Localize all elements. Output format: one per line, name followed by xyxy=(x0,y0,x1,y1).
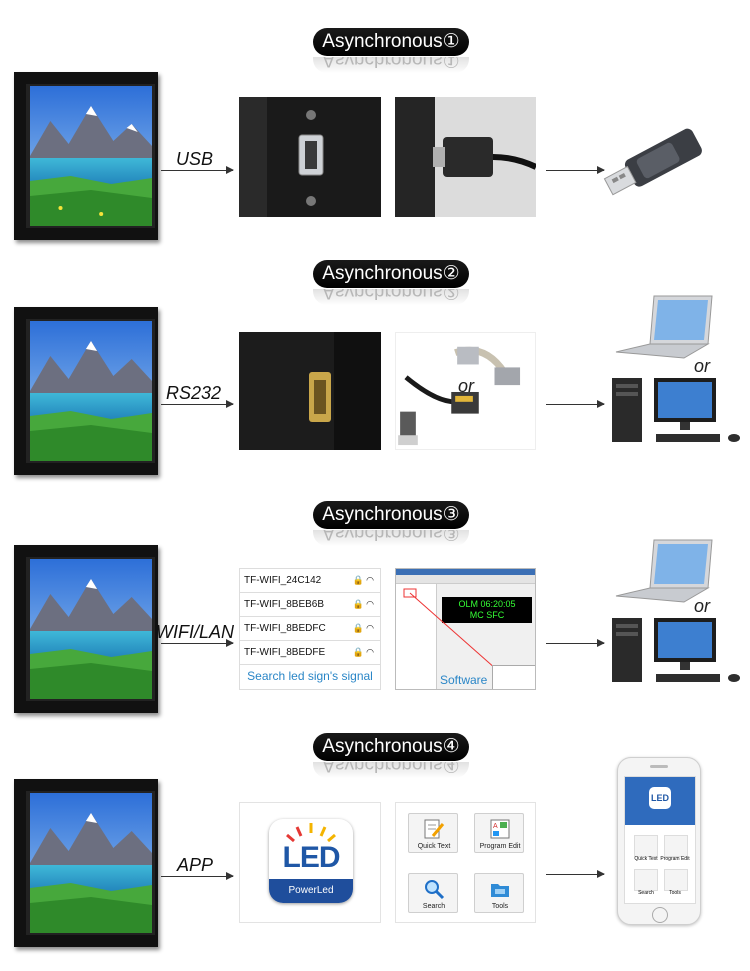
smartphone: LED Quick Text Program Edit Search Tools xyxy=(617,757,701,925)
arrow-right xyxy=(546,870,605,878)
arrow-right xyxy=(546,400,605,408)
home-button[interactable] xyxy=(652,907,668,923)
connection-label-wifi-lan: WIFI/LAN xyxy=(156,622,235,642)
software-caption: Software xyxy=(440,673,488,687)
arrow-right xyxy=(161,872,234,880)
led-preview-line2: MC SFC xyxy=(469,610,505,620)
powerled-caption: PowerLed xyxy=(269,879,353,903)
app-header: LED xyxy=(625,777,695,825)
arrow-right xyxy=(161,400,234,408)
rs232-port-photo xyxy=(239,332,381,450)
or-text: or xyxy=(458,376,475,396)
toolbar xyxy=(396,575,535,584)
phone-screen: LED Quick Text Program Edit Search Tools xyxy=(624,776,696,904)
app-function-grid: Quick Text A Program Edit Search Tools xyxy=(395,802,536,923)
usb-port-photo xyxy=(239,97,381,217)
program-edit-tile[interactable]: A Program Edit xyxy=(474,813,524,853)
or-text: or xyxy=(694,356,711,376)
led-display-2 xyxy=(14,307,158,475)
lock-wifi-icon: 🔒 ◠ xyxy=(352,599,374,609)
section-1-title-reflection: Asynchronous① xyxy=(313,57,469,73)
software-screenshot: OLM 06:20:05 MC SFC Software xyxy=(395,568,536,690)
mini-search-tile[interactable] xyxy=(634,869,658,891)
connection-label-rs232: RS232 xyxy=(166,383,222,403)
section-2-title-reflection: Asynchronous② xyxy=(313,289,469,305)
led-display-3 xyxy=(14,545,158,713)
tools-tile[interactable]: Tools xyxy=(474,873,524,913)
tools-folder-icon xyxy=(491,884,509,897)
mini-quick-text-tile[interactable] xyxy=(634,835,658,857)
phone-speaker xyxy=(650,765,668,768)
led-preview: OLM 06:20:05 MC SFC xyxy=(442,597,532,623)
led-logo-text: LED xyxy=(282,841,341,874)
wifi-network-item[interactable]: TF-WIFI_8BEDFE 🔒 ◠ xyxy=(240,641,380,665)
section-4-title: Asynchronous④ xyxy=(313,733,469,761)
arrow-right xyxy=(546,166,605,174)
mini-tools-tile[interactable] xyxy=(664,869,688,891)
app-header-logo: LED xyxy=(649,787,671,809)
search-tile[interactable]: Search xyxy=(408,873,458,913)
dialog-window xyxy=(492,665,535,689)
powerled-app-icon: LED PowerLed xyxy=(269,819,353,903)
mini-program-edit-tile[interactable] xyxy=(664,835,688,857)
arrow-right xyxy=(546,639,605,647)
laptop-image xyxy=(614,292,714,364)
arrow-right xyxy=(161,639,234,647)
mini-tile-label: Search xyxy=(638,890,654,896)
lock-wifi-icon: 🔒 ◠ xyxy=(352,623,374,633)
tile-label: Program Edit xyxy=(479,843,521,850)
section-4-title-reflection: Asynchronous④ xyxy=(313,762,469,778)
powerled-app-logo-box: LED PowerLed xyxy=(239,802,381,923)
quick-text-icon xyxy=(424,819,445,839)
svg-text:A: A xyxy=(493,823,498,830)
connection-label-app: APP xyxy=(177,855,214,875)
led-display-1 xyxy=(14,72,158,240)
wifi-network-name: TF-WIFI_8BEDFC xyxy=(244,623,326,634)
wifi-network-item[interactable]: TF-WIFI_8BEDFC 🔒 ◠ xyxy=(240,617,380,641)
mini-tile-label: Tools xyxy=(669,890,681,896)
search-icon xyxy=(425,880,445,900)
program-edit-icon: A xyxy=(490,819,510,839)
arrow-right xyxy=(161,166,234,174)
wifi-network-item[interactable]: TF-WIFI_24C142 🔒 ◠ xyxy=(240,569,380,593)
wifi-caption: Search led sign's signal xyxy=(247,669,373,683)
tile-label: Tools xyxy=(491,903,509,910)
tile-label: Search xyxy=(422,903,446,910)
usb-flash-drive xyxy=(600,115,712,210)
connection-label-usb: USB xyxy=(176,149,214,169)
wifi-network-name: TF-WIFI_24C142 xyxy=(244,575,322,586)
or-text: or xyxy=(694,596,711,616)
section-3-title: Asynchronous③ xyxy=(313,501,469,529)
led-display-4 xyxy=(14,779,158,947)
lock-wifi-icon: 🔒 ◠ xyxy=(352,647,374,657)
section-2-title: Asynchronous② xyxy=(313,260,469,288)
desktop-computer-image xyxy=(610,614,748,688)
lock-wifi-icon: 🔒 ◠ xyxy=(352,575,374,585)
wifi-network-name: TF-WIFI_8BEB6B xyxy=(244,599,325,610)
window-titlebar xyxy=(396,569,535,575)
section-3-title-reflection: Asynchronous③ xyxy=(313,530,469,546)
tile-label: Quick Text xyxy=(417,843,451,850)
mini-tile-label: Quick Text xyxy=(634,856,658,862)
mini-tile-label: Program Edit xyxy=(660,856,690,862)
wifi-network-item[interactable]: TF-WIFI_8BEB6B 🔒 ◠ xyxy=(240,593,380,617)
quick-text-tile[interactable]: Quick Text xyxy=(408,813,458,853)
laptop-image xyxy=(614,536,714,608)
usb-cable-photo xyxy=(395,97,536,217)
section-1-title: Asynchronous① xyxy=(313,28,469,56)
wifi-network-name: TF-WIFI_8BEDFE xyxy=(244,647,326,658)
led-preview-line1: OLM 06:20:05 xyxy=(458,599,516,609)
desktop-computer-image xyxy=(610,374,748,448)
tree-panel xyxy=(396,584,437,689)
wifi-network-list: TF-WIFI_24C142 🔒 ◠ TF-WIFI_8BEB6B 🔒 ◠ TF-W… xyxy=(239,568,381,690)
app-header-logo-text: LED xyxy=(651,793,669,803)
rs232-cable-photo xyxy=(395,332,536,450)
